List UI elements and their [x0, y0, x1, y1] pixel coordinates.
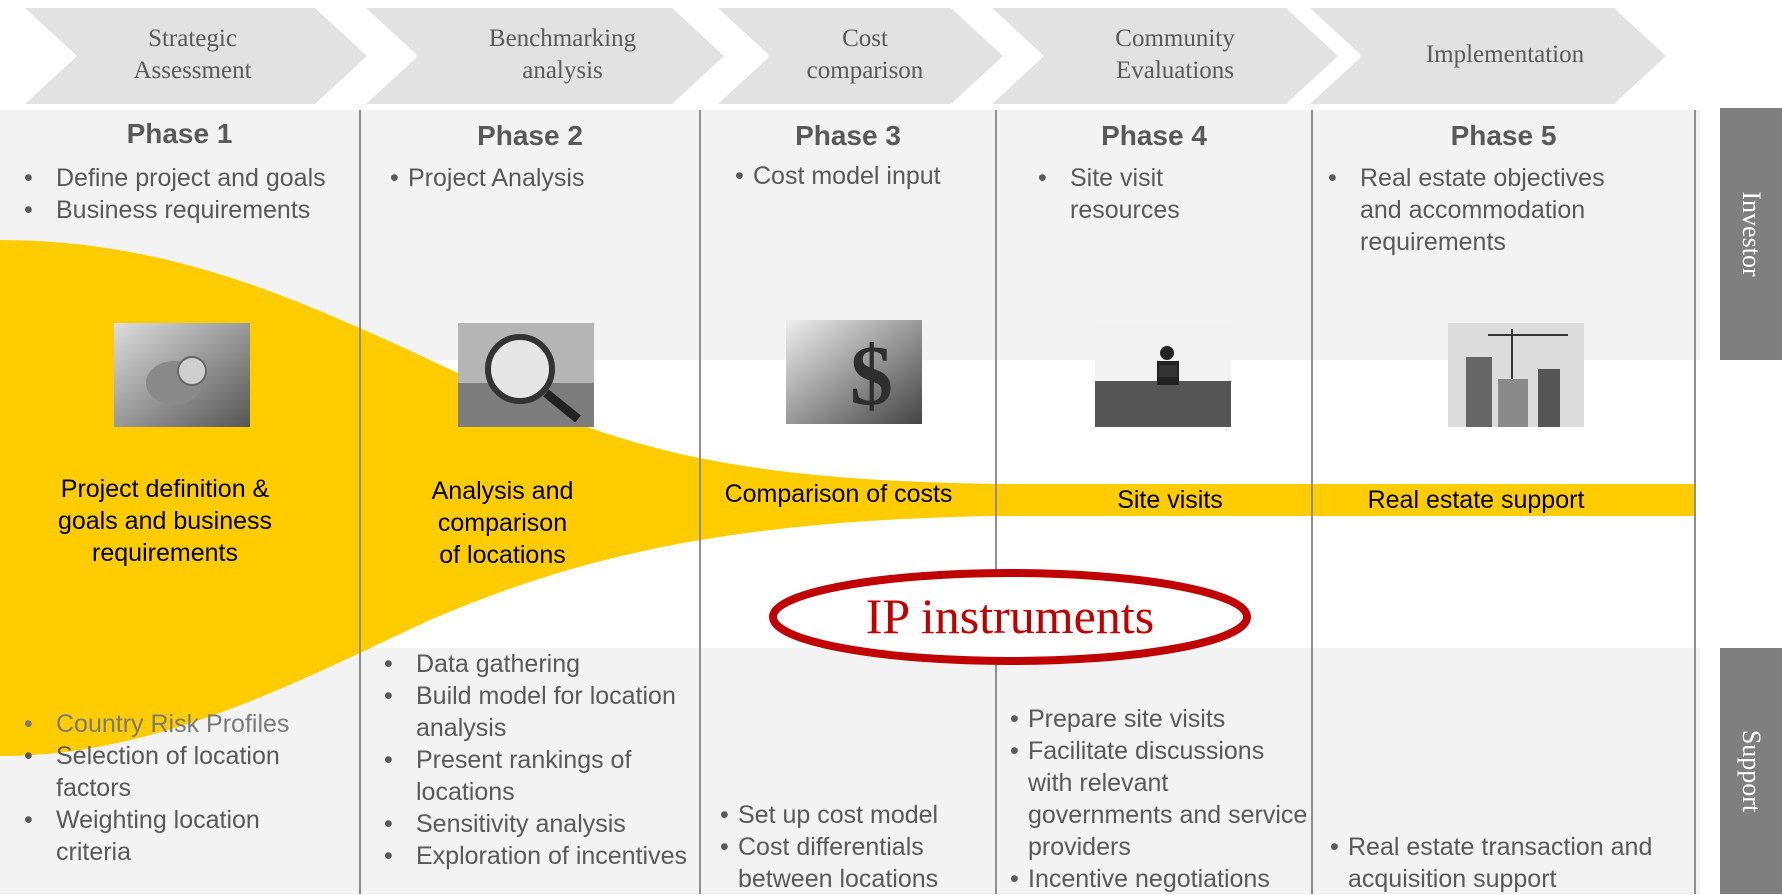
chevron-label-2: Benchmarking analysis	[488, 25, 637, 84]
support-item: Incentive negotiations	[1010, 863, 1310, 895]
support-item: Real estate transaction and acquisition …	[1330, 831, 1690, 895]
chevron-4	[992, 8, 1338, 104]
support-list-1: Country Risk Profiles Selection of locat…	[18, 708, 338, 868]
chevron-3	[718, 8, 1003, 104]
support-item: Weighting location criteria	[18, 804, 338, 868]
support-item: Present rankings of locations	[378, 744, 698, 808]
svg-text:$: $	[850, 327, 893, 423]
phase-divider-3	[995, 110, 997, 894]
investor-item: Cost model input	[735, 160, 995, 192]
investor-list-2: Project Analysis	[390, 162, 690, 194]
chevron-label-1: Strategic Assessment	[133, 25, 252, 84]
chevron-5	[1310, 8, 1666, 104]
outcome-label-4: Site visits	[1117, 486, 1223, 514]
process-chevrons	[25, 8, 1666, 104]
chevron-label-4: Community Evaluations	[1115, 25, 1235, 84]
phase-title-3: Phase 3	[795, 120, 901, 151]
support-item: Exploration of incentives	[378, 840, 698, 872]
magnifying-glass-photo	[458, 323, 594, 427]
outcome-label-3: Comparison of costs	[724, 480, 953, 508]
outcome-label-1: Project definition & goals and business …	[57, 475, 273, 567]
phase-title-2: Phase 2	[477, 120, 583, 151]
investor-list-4: Site visit resources	[1032, 162, 1202, 226]
support-side-tab: Support	[1720, 648, 1782, 894]
support-list-4: Prepare site visits Facilitate discussio…	[1010, 703, 1310, 895]
support-item: Facilitate discussions with relevant gov…	[1010, 735, 1310, 863]
phase-title-1: Phase 1	[126, 118, 233, 149]
phase-divider-4	[1311, 110, 1313, 894]
phase-divider-2	[699, 110, 701, 894]
investor-list-1: Define project and goals Business requir…	[18, 162, 358, 226]
investor-item: Real estate objectives and accommodation…	[1322, 162, 1632, 258]
outcome-label-5: Real estate support	[1367, 486, 1585, 514]
support-item: Build model for location analysis	[378, 680, 698, 744]
support-item: Sensitivity analysis	[378, 808, 698, 840]
dollar-sign-photo: $	[786, 320, 922, 424]
investor-side-label: Investor	[1737, 191, 1766, 277]
support-item: Data gathering	[378, 648, 698, 680]
phase-title-4: Phase 4	[1101, 120, 1207, 151]
support-item: Country Risk Profiles	[18, 708, 338, 740]
hand-holding-globe-photo	[114, 323, 250, 427]
support-list-2: Data gathering Build model for location …	[378, 648, 698, 894]
phase-divider-1	[359, 110, 361, 894]
ip-instruments-label: IP instruments	[865, 588, 1155, 644]
support-side-label: Support	[1737, 729, 1766, 813]
support-item: Set up cost model	[720, 799, 980, 831]
support-item: Prepare site visits	[1010, 703, 1310, 735]
chevron-label-3: Cost comparison	[806, 25, 924, 84]
phase-title-5: Phase 5	[1450, 120, 1557, 151]
outcome-funnel	[0, 240, 1696, 756]
ip-instruments-ring	[769, 569, 1251, 665]
investor-item: Project Analysis	[390, 162, 690, 194]
support-list-5: Real estate transaction and acquisition …	[1330, 831, 1690, 895]
investor-side-tab: Investor	[1720, 108, 1782, 360]
chevron-label-5: Implementation	[1425, 41, 1585, 68]
investor-list-5: Real estate objectives and accommodation…	[1322, 162, 1632, 258]
chevron-2	[366, 8, 724, 104]
outcome-label-2: Analysis and comparison of locations	[431, 477, 574, 569]
phase-divider-5	[1694, 110, 1696, 894]
investor-item: Business requirements	[18, 194, 358, 226]
support-item: Cost differentials between locations	[720, 831, 980, 895]
person-with-laptop-in-field-photo	[1095, 323, 1231, 427]
building-construction-photo	[1448, 323, 1584, 427]
investor-list-3: Cost model input	[735, 160, 995, 192]
support-list-3: Set up cost model Cost differentials bet…	[720, 799, 980, 895]
chevron-1	[25, 8, 367, 104]
investor-item: Site visit resources	[1032, 162, 1202, 226]
investor-item: Define project and goals	[18, 162, 358, 194]
support-item: Selection of location factors	[18, 740, 338, 804]
